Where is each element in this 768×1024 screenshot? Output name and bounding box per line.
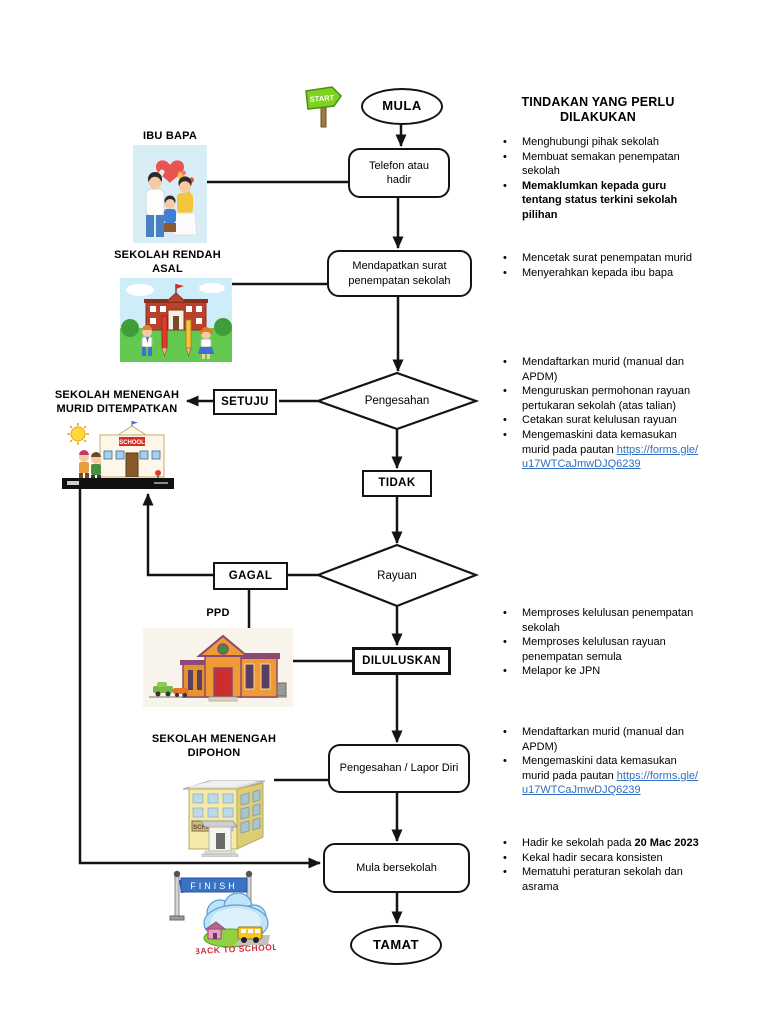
ibu-bapa-label: IBU BAPA [143,130,197,142]
action-text: Mendaftarkan murid (manual dan APDM) [522,726,685,753]
sekolah-rendah-label: SEKOLAH RENDAH ASAL [114,249,221,276]
setuju-node: SETUJU [213,389,277,415]
action-group-surat: Mencetak surat penempatan muridMenyerahk… [500,251,700,280]
start-node: MULA [361,88,443,125]
action-text: Menyerahkan kepada ibu bapa [522,266,674,279]
action-text: Mengemaskini data kemasukan murid pada p… [522,428,677,456]
action-text: Memproses kelulusan penempatan sekolah [522,607,694,634]
finish-banner-text: FINISH [190,881,238,891]
action-text: Menguruskan permohonan rayuan pertukaran… [522,385,691,412]
action-text: 20 Mac 2023 [634,837,699,849]
action-item: Menguruskan permohonan rayuan pertukaran… [500,384,700,413]
tamat-node: TAMAT [350,925,442,965]
sekolah-dipohon-clipart: SCHOOL [182,780,266,857]
sekolah-ditempatkan-label: SEKOLAH MENENGAH MURID DITEMPATKAN [54,389,180,416]
action-item: Hadir ke sekolah pada 20 Mac 2023 [500,836,700,851]
action-item: Memproses kelulusan rayuan penempatan se… [500,635,700,664]
forms-gle-link[interactable]: https://forms.gle/u17WTCaJmwDJQ6239 [522,443,699,471]
action-item: Memaklumkan kepada guru tentang status t… [500,179,700,223]
action-item: Mendaftarkan murid (manual dan APDM) [500,355,700,384]
start-sign-text: START [309,93,334,104]
tidak-node: TIDAK [362,470,432,497]
rayuan-diamond [314,543,480,608]
action-text: Melapor ke JPN [522,665,601,678]
sekolah-dipohon-label: SEKOLAH MENENGAH DIPOHON [151,733,277,760]
action-item: Memproses kelulusan penempatan sekolah [500,606,700,635]
sekolah-ditempatkan-clipart: SCHOOL [62,421,174,489]
action-item: Membuat semakan penempatan sekolah [500,150,700,179]
back-to-school-clipart: BACK TO SCHOOL [196,893,276,955]
action-item: Mengemaskini data kemasukan murid pada p… [500,428,700,472]
action-text: Memproses kelulusan rayuan penempatan se… [522,636,666,663]
action-text: Kekal hadir secara konsisten [522,851,663,864]
action-group-telefon: Menghubungi pihak sekolahMembuat semakan… [500,135,700,223]
action-item: Melapor ke JPN [500,664,700,679]
action-group-pengesahan: Mendaftarkan murid (manual dan APDM)Meng… [500,355,700,472]
action-group-lapor-diri: Mendaftarkan murid (manual dan APDM)Meng… [500,725,700,798]
action-group-diluluskan: Memproses kelulusan penempatan sekolahMe… [500,606,700,679]
action-item: Kekal hadir secara konsisten [500,851,700,866]
diluluskan-node: DILULUSKAN [352,647,451,675]
action-text: Membuat semakan penempatan sekolah [522,150,680,178]
forms-gle-link[interactable]: https://forms.gle/u17WTCaJmwDJQ6239 [522,769,699,797]
action-item: Menyerahkan kepada ibu bapa [500,266,700,281]
gagal-node: GAGAL [213,562,288,590]
applied-school-sign-text: SCHOOL [193,825,219,831]
action-text: Mengemaskini data kemasukan murid pada p… [522,755,677,782]
sekolah-rendah-clipart [120,278,232,362]
action-text: Memaklumkan kepada guru tentang status t… [522,179,678,221]
action-text: Hadir ke sekolah pada [522,837,635,849]
surat-node: Mendapatkan surat penempatan sekolah [327,250,472,297]
mula-bersekolah-node: Mula bersekolah [323,843,470,893]
rayuan-label: Rayuan [377,569,417,582]
telefon-node: Telefon atau hadir [348,148,450,198]
action-item: Mengemaskini data kemasukan murid pada p… [500,754,700,798]
ppd-label: PPD [206,607,230,619]
svg-text:.: . [170,238,171,242]
actions-title: TINDAKAN YANG PERLU DILAKUKAN [521,95,675,124]
action-item: Mematuhi peraturan sekolah dan asrama [500,865,700,894]
finish-banner-clipart: FINISH [169,870,253,921]
lapor-diri-node: Pengesahan / Lapor Diri [328,744,470,793]
action-item: Mendaftarkan murid (manual dan APDM) [500,725,700,754]
action-item: Mencetak surat penempatan murid [500,251,700,266]
action-item: Cetakan surat kelulusan rayuan [500,413,700,428]
ppd-clipart [143,628,293,707]
placed-school-sign-text: SCHOOL [119,440,145,446]
ibu-bapa-clipart: . [133,145,207,243]
action-item: Menghubungi pihak sekolah [500,135,700,150]
action-text: Cetakan surat kelulusan rayuan [522,414,677,427]
action-group-mula-bersekolah: Hadir ke sekolah pada 20 Mac 2023Kekal h… [500,836,700,894]
action-text: Mencetak surat penempatan murid [522,252,692,264]
pengesahan-label: Pengesahan [364,395,430,407]
pengesahan-diamond [314,371,480,431]
action-text: Mematuhi peraturan sekolah dan asrama [522,866,683,893]
back-to-school-text: BACK TO SCHOOL [196,942,276,955]
action-text: Menghubungi pihak sekolah [522,136,659,148]
action-text: Mendaftarkan murid (manual dan APDM) [522,356,685,383]
start-sign-clipart: START [305,86,342,128]
